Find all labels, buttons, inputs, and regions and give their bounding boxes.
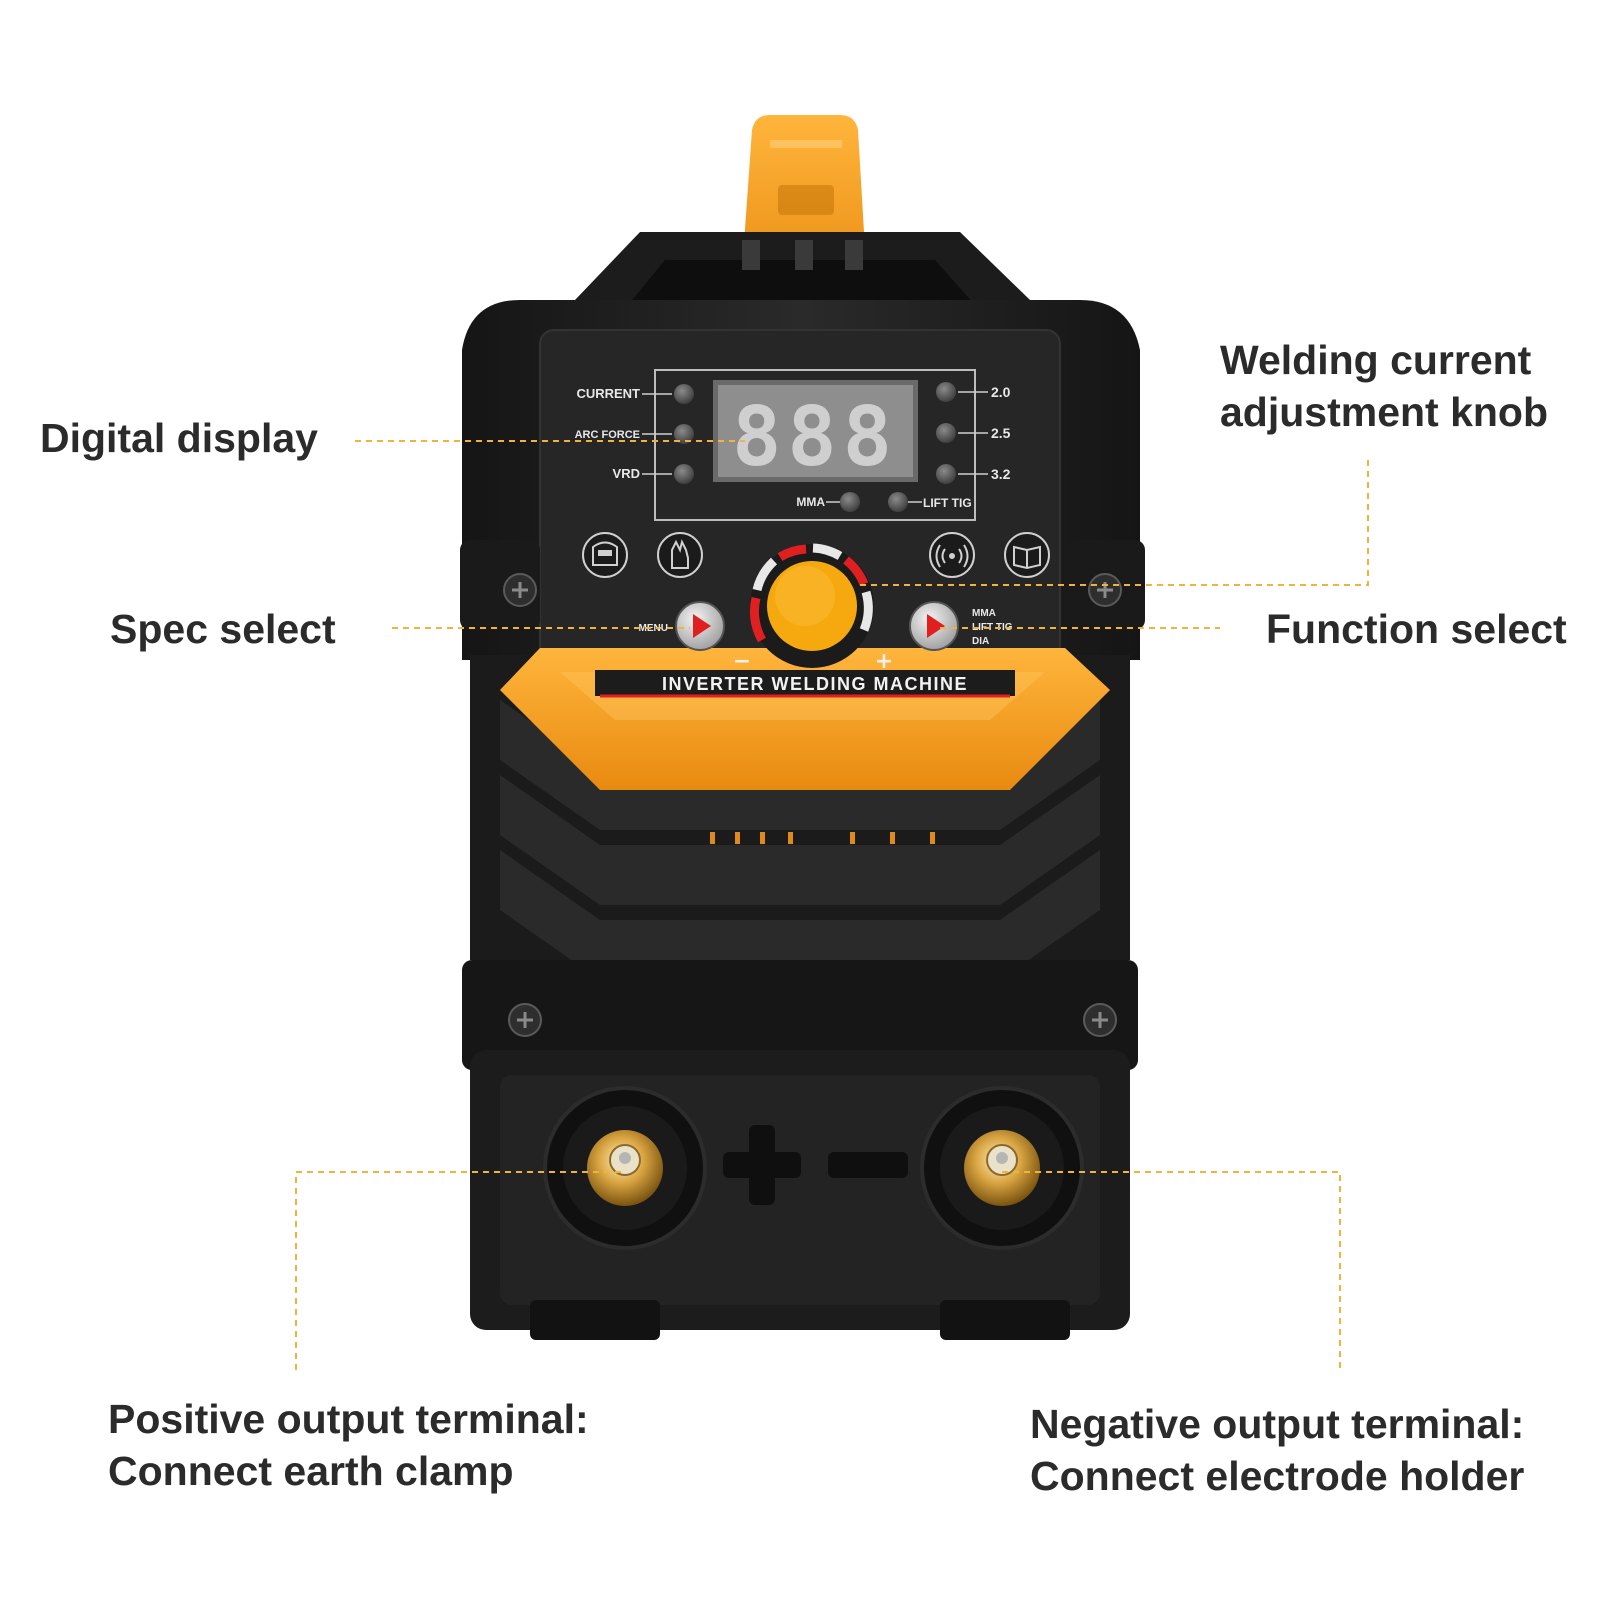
led-2-0 <box>936 382 956 402</box>
current-adjustment-knob[interactable]: − + <box>733 543 893 674</box>
indicator-label-2-0: 2.0 <box>991 384 1011 400</box>
knob-cap[interactable] <box>767 561 857 651</box>
led-mma <box>840 492 860 512</box>
callout-negative-terminal: Negative output terminal: Connect electr… <box>1030 1398 1524 1502</box>
digital-display: 888 <box>713 380 918 485</box>
brand-strip: INVERTER WELDING MACHINE <box>595 670 1015 698</box>
plus-symbol <box>723 1125 801 1205</box>
callout-welding-current-line2: adjustment knob <box>1220 389 1549 436</box>
function-option-mma: MMA <box>972 608 996 619</box>
callout-positive-line1: Positive output terminal: <box>108 1396 589 1442</box>
led-3-2 <box>936 464 956 484</box>
positive-output-terminal[interactable] <box>543 1086 707 1250</box>
leader-lines <box>295 440 1369 1370</box>
callout-function-select: Function select <box>1266 606 1567 652</box>
led-current <box>674 384 694 404</box>
leader-welding-current <box>860 460 1369 586</box>
control-panel: 888 CURRENT ARC FORCE VRD 2.0 <box>575 369 1050 698</box>
knob-plus-label: + <box>875 649 893 674</box>
cooling-vents <box>500 700 1100 980</box>
led-arc-force <box>674 424 694 444</box>
minus-symbol <box>828 1152 908 1178</box>
indicator-label-2-5: 2.5 <box>991 425 1011 441</box>
mode-label-lift-tig: LIFT TIG <box>923 496 972 510</box>
callout-welding-current-line1: Welding current <box>1220 337 1532 383</box>
led-2-5 <box>936 423 956 443</box>
brand-text: INVERTER WELDING MACHINE <box>662 674 968 694</box>
function-option-lift-tig: LIFT TIG <box>972 622 1013 633</box>
callout-spec-select: Spec select <box>110 606 336 652</box>
led-vrd <box>674 464 694 484</box>
callout-digital-display: Digital display <box>40 415 318 461</box>
knob-minus-label: − <box>733 649 751 674</box>
function-select-button[interactable] <box>909 601 959 651</box>
callout-welding-current-knob: Welding current adjustment knob <box>1220 334 1548 438</box>
manual-book-icon <box>1004 532 1050 578</box>
leader-positive-terminal <box>295 1171 625 1370</box>
display-digits: 888 <box>732 390 898 485</box>
knob-scale <box>749 543 873 643</box>
negative-output-terminal[interactable] <box>920 1086 1084 1250</box>
indicator-label-vrd: VRD <box>613 466 640 481</box>
glove-icon <box>657 532 703 578</box>
indicator-label-arc-force: ARC FORCE <box>575 429 640 441</box>
left-indicators: CURRENT ARC FORCE VRD <box>575 386 640 481</box>
indicator-label-3-2: 3.2 <box>991 466 1011 482</box>
callout-positive-terminal: Positive output terminal: Connect earth … <box>108 1393 589 1497</box>
callout-negative-line2: Connect electrode holder <box>1030 1453 1525 1500</box>
mode-label-mma: MMA <box>796 495 825 509</box>
function-option-dia: DIA <box>972 636 989 647</box>
welder-body <box>460 115 1145 1340</box>
menu-button[interactable] <box>675 601 725 651</box>
indicator-label-current: CURRENT <box>576 386 640 401</box>
wireless-icon <box>929 532 975 578</box>
leader-negative-terminal <box>1002 1171 1341 1370</box>
callout-negative-line1: Negative output terminal: <box>1030 1401 1525 1447</box>
welding-helmet-icon <box>582 532 628 578</box>
menu-label: MENU <box>639 623 668 634</box>
led-lift-tig <box>888 492 908 512</box>
callout-positive-line2: Connect earth clamp <box>108 1448 514 1495</box>
